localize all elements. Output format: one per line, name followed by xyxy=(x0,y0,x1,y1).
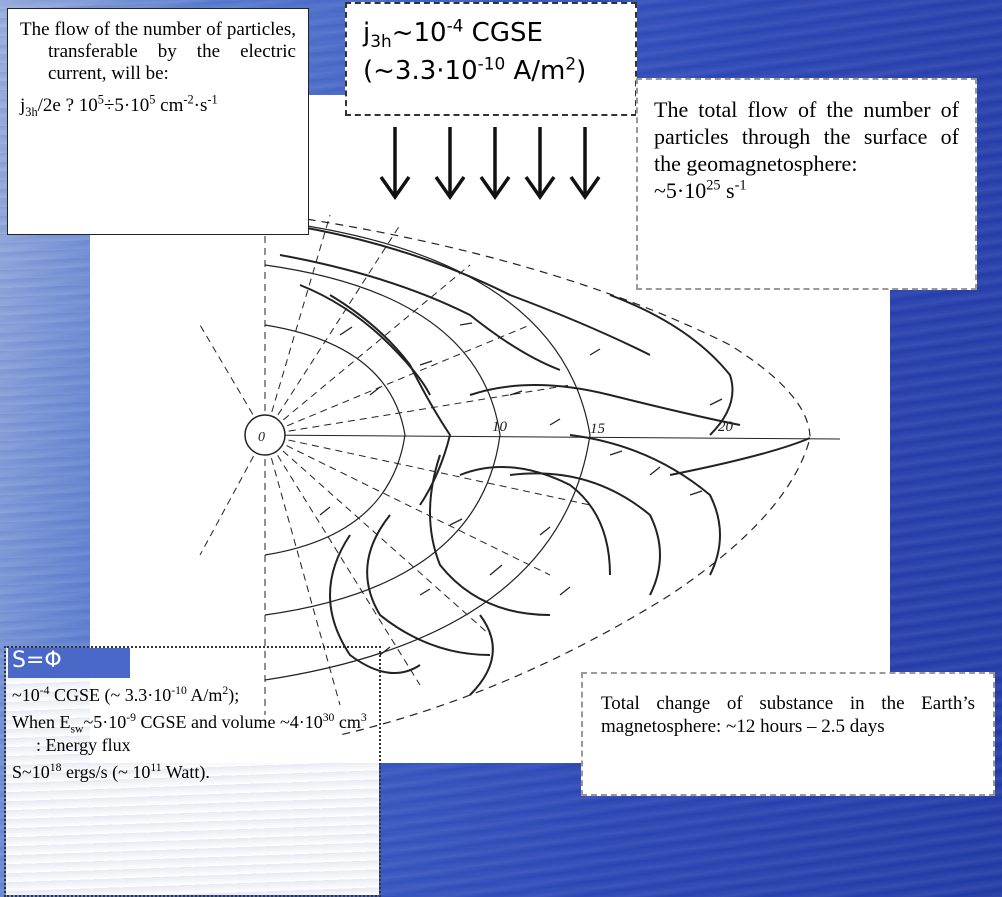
earth-circle xyxy=(244,414,286,456)
concentric-arcs xyxy=(264,219,591,681)
ef-l2a-sub: sw xyxy=(70,722,84,736)
contour-label-20: 20 xyxy=(718,419,734,435)
current-arrows xyxy=(379,127,601,201)
cd-sub: 3h xyxy=(370,31,392,52)
energy-flux-line2: When Esw~5·10-9 CGSE and volume ~4·1030 … xyxy=(12,711,373,757)
contour-label-10: 10 xyxy=(492,419,508,435)
ef-l1a: ~10 xyxy=(12,685,40,705)
cd-si-value: (~3.3·10 xyxy=(363,56,478,86)
formula-sup-1: 5 xyxy=(97,92,104,107)
ef-l1c-sup: 2 xyxy=(222,684,229,697)
particle-flow-text: The flow of the number of particles, tra… xyxy=(20,19,296,84)
current-density-box: j3h~10-4 CGSE (~3.3·10-10 A/m2) xyxy=(345,2,637,116)
cd-si-exp: -10 xyxy=(477,53,506,74)
formula-part-d: ·s xyxy=(193,95,208,116)
down-arrow-icon xyxy=(524,127,556,201)
ef-l1b: CGSE (~ 3.3·10 xyxy=(49,685,172,705)
cd-unit: CGSE xyxy=(463,18,543,48)
ef-l2c: CGSE and volume ~4·10 xyxy=(135,712,323,732)
ef-l1a-sup: -4 xyxy=(39,684,50,697)
earth-label: 0 xyxy=(258,430,265,445)
ef-l3a-sup: 18 xyxy=(49,761,62,774)
total-flow-box: The total flow of the number of particle… xyxy=(636,78,977,290)
substance-change-box: Total change of substance in the Earth’s… xyxy=(581,672,995,796)
ef-l1d: ); xyxy=(228,685,240,705)
energy-flux-box: S=Φ ~10-4 CGSE (~ 3.3·10-10 A/m2); When … xyxy=(4,646,381,897)
cd-si-unit: A/m xyxy=(505,56,566,86)
cd-exp: -4 xyxy=(446,15,464,36)
down-arrow-icon xyxy=(569,127,601,201)
ef-l3c: Watt). xyxy=(161,762,210,782)
ef-l2e: : Energy flux xyxy=(36,735,131,755)
ef-l2d-sup: 3 xyxy=(360,711,367,724)
axis-line xyxy=(254,434,841,440)
ef-l2a: When E xyxy=(12,712,71,732)
tf-val-exp: 25 xyxy=(706,177,721,194)
cd-si-unit-exp: 2 xyxy=(565,53,577,74)
cd-value: ~10 xyxy=(391,18,447,48)
formula-sup-4: -1 xyxy=(207,92,218,107)
ef-l3b-sup: 11 xyxy=(150,761,162,774)
particle-flow-box: The flow of the number of particles, tra… xyxy=(7,8,309,235)
formula-j: j xyxy=(20,95,26,116)
contour-label-15: 15 xyxy=(590,421,606,437)
vector-arrows xyxy=(319,322,723,656)
down-arrow-icon xyxy=(434,127,466,201)
cd-j: j xyxy=(363,18,371,48)
particle-flow-formula: j3h/2e ? 105÷5·105 cm-2·s-1 xyxy=(20,92,296,119)
formula-sup-2: 5 xyxy=(149,92,156,107)
ef-l3a: S~10 xyxy=(12,762,50,782)
energy-flux-line1: ~10-4 CGSE (~ 3.3·10-10 A/m2); xyxy=(12,684,373,707)
substance-change-text: Total change of substance in the Earth’s… xyxy=(601,693,975,737)
ef-l1c: A/m xyxy=(186,685,223,705)
magnetosphere-diagram: 0 10 15 20 xyxy=(199,214,841,736)
current-density-line2: (~3.3·10-10 A/m2) xyxy=(363,52,619,90)
ef-l2c-sup: 30 xyxy=(322,711,335,724)
ef-l3b: ergs/s (~ 10 xyxy=(61,762,151,782)
formula-part-b: ÷5·10 xyxy=(103,95,150,116)
formula-part-a: /2e ? 10 xyxy=(37,95,98,116)
down-arrow-icon xyxy=(479,127,511,201)
current-density-line1: j3h~10-4 CGSE xyxy=(363,14,619,52)
tf-unit-exp: -1 xyxy=(734,177,747,194)
total-flow-text: The total flow of the number of particle… xyxy=(654,97,959,176)
tf-unit: s xyxy=(720,178,735,203)
formula-sub: 3h xyxy=(25,104,38,119)
ef-l1b-sup: -10 xyxy=(171,684,187,697)
ef-l2b-sup: -9 xyxy=(126,711,136,724)
cd-si-close: ) xyxy=(576,56,587,86)
ef-l2d: cm xyxy=(334,712,361,732)
energy-flux-line3: S~1018 ergs/s (~ 1011 Watt). xyxy=(12,761,373,784)
total-flow-value: ~5·1025 s-1 xyxy=(654,177,959,204)
energy-flux-title: S=Φ xyxy=(8,648,130,678)
radial-lines xyxy=(199,214,591,715)
flow-lines xyxy=(279,224,811,696)
ef-l2b: ~5·10 xyxy=(83,712,127,732)
formula-part-c: cm xyxy=(155,95,184,116)
formula-sup-3: -2 xyxy=(183,92,194,107)
tf-val: ~5·10 xyxy=(654,178,707,203)
down-arrow-icon xyxy=(379,127,411,201)
magnetopause-boundary xyxy=(279,214,811,736)
